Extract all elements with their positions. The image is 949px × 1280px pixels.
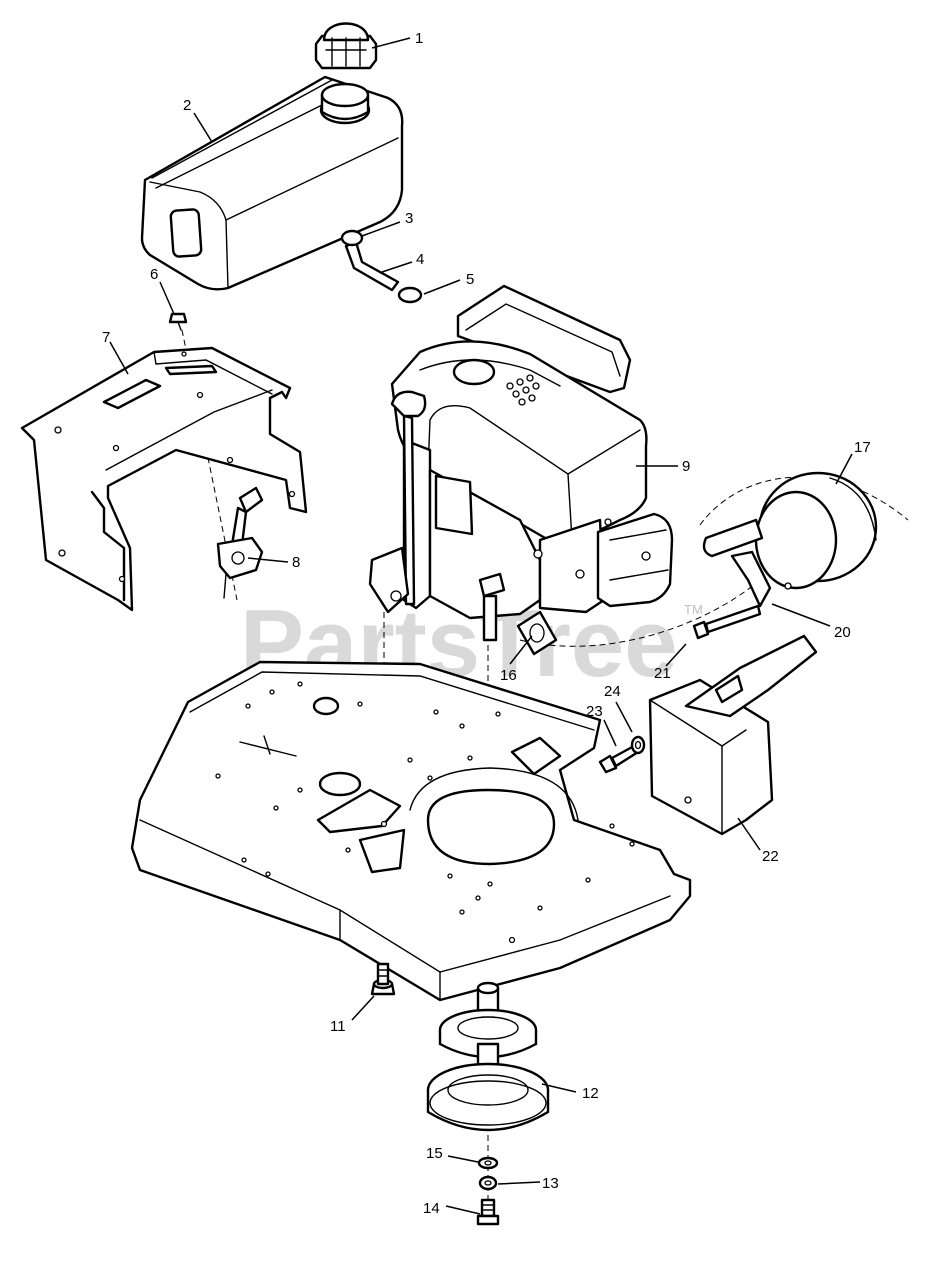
callout-4: 4 xyxy=(416,251,424,268)
callout-6: 6 xyxy=(150,266,158,283)
exhaust-gasket[interactable] xyxy=(516,610,558,656)
callout-17: 17 xyxy=(854,439,871,456)
chassis-holes xyxy=(215,681,635,944)
heat-shield[interactable] xyxy=(648,634,818,836)
muffler[interactable] xyxy=(702,471,878,590)
watermark-trademark: TM xyxy=(684,602,703,617)
hose-clamp-upper xyxy=(340,229,364,247)
callout-14: 14 xyxy=(423,1200,440,1217)
callout-9: 9 xyxy=(682,458,690,475)
washer-15[interactable] xyxy=(477,1156,499,1170)
callout-21: 21 xyxy=(654,665,671,682)
callout-labels: 1 2 3 4 5 6 7 8 9 11 12 13 14 15 16 17 2… xyxy=(102,30,871,1217)
callout-11: 11 xyxy=(330,1018,346,1035)
chassis-frame[interactable] xyxy=(130,660,692,1002)
callout-24: 24 xyxy=(604,683,621,700)
bolt-11[interactable] xyxy=(370,962,396,996)
bolt-21[interactable] xyxy=(692,604,762,640)
fuel-tank[interactable] xyxy=(140,75,404,291)
callout-7: 7 xyxy=(102,329,110,346)
washer-24[interactable] xyxy=(630,735,646,755)
callout-1: 1 xyxy=(415,30,423,47)
callout-5: 5 xyxy=(466,271,474,288)
engine[interactable] xyxy=(368,284,674,642)
muffler-bracket[interactable] xyxy=(730,550,772,608)
callout-3: 3 xyxy=(405,210,413,227)
control-panel-bracket[interactable] xyxy=(20,346,308,612)
bolt-14[interactable] xyxy=(476,1198,500,1226)
callout-15: 15 xyxy=(426,1145,443,1162)
hose-clamp-lower xyxy=(397,286,423,304)
callout-16: 16 xyxy=(500,667,517,684)
fuel-cap[interactable] xyxy=(314,22,378,70)
callout-12: 12 xyxy=(582,1085,599,1102)
callout-2: 2 xyxy=(183,97,191,114)
callout-22: 22 xyxy=(762,848,779,865)
callout-20: 20 xyxy=(834,624,851,641)
callout-leaders xyxy=(109,37,853,1215)
callout-13: 13 xyxy=(542,1175,559,1192)
callout-8: 8 xyxy=(292,554,300,571)
screw-6[interactable] xyxy=(168,312,188,331)
throttle-control[interactable] xyxy=(216,486,264,599)
engine-vent-holes xyxy=(506,374,540,406)
pulley-assembly[interactable] xyxy=(426,981,550,1132)
lock-washer-13[interactable] xyxy=(478,1175,498,1191)
callout-23: 23 xyxy=(586,703,603,720)
fuel-hose-assembly[interactable] xyxy=(340,229,423,304)
